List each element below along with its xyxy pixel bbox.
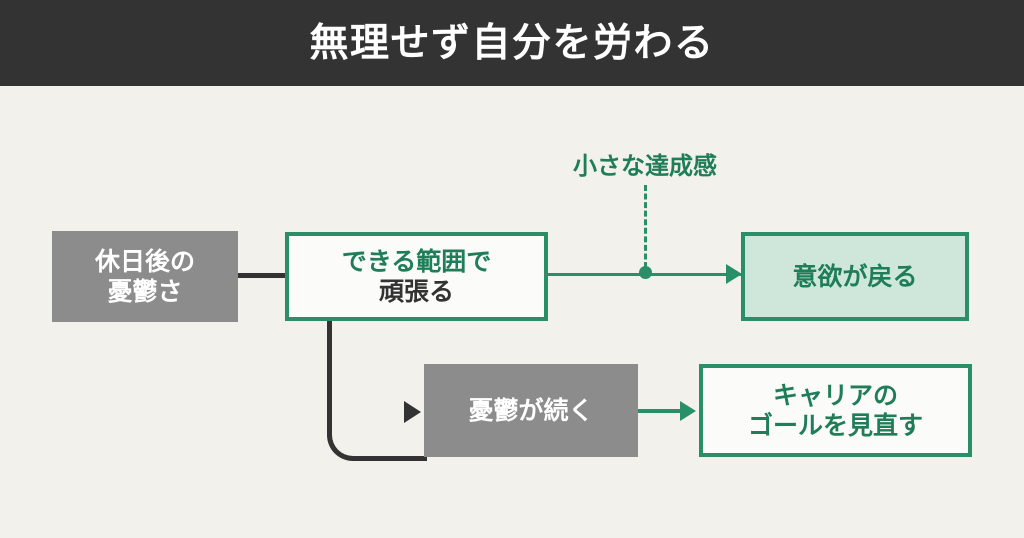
connector-effort-to-stuck xyxy=(327,321,427,461)
node-label-line: 憂鬱さ xyxy=(107,276,183,306)
node-label-line: できる範囲で xyxy=(341,247,492,276)
diagram-stage: 小さな達成感 休日後の 憂鬱さ できる範囲で 頑張る 意欲が戻る 憂鬱が続 xyxy=(0,86,1024,538)
node-review-career-goal[interactable]: キャリアの ゴールを見直す xyxy=(699,364,972,457)
page-title: 無理せず自分を労わる xyxy=(309,20,715,66)
annotation-small-win: 小さな達成感 xyxy=(573,152,717,180)
arrowhead-goal-icon xyxy=(680,401,696,421)
node-do-what-you-can[interactable]: できる範囲で 頑張る xyxy=(285,232,548,321)
node-motivation-returns[interactable]: 意欲が戻る xyxy=(741,232,969,321)
connector-start-to-effort xyxy=(238,273,286,278)
arrowhead-stuck-icon xyxy=(404,401,421,423)
connector-stuck-to-goal xyxy=(638,409,688,413)
node-label-line: キャリアの xyxy=(772,381,898,410)
node-holiday-blues[interactable]: 休日後の 憂鬱さ xyxy=(52,231,238,322)
header-bar: 無理せず自分を労わる xyxy=(0,0,1024,86)
node-label-line: 休日後の xyxy=(94,247,195,276)
node-depression-continues[interactable]: 憂鬱が続く xyxy=(424,364,638,457)
edge-midpoint-dot xyxy=(639,266,652,279)
callout-dashed-line xyxy=(644,185,647,268)
node-label-line: 憂鬱が続く xyxy=(468,395,594,425)
node-label-line: ゴールを見直す xyxy=(747,410,923,440)
node-label-line: 頑張る xyxy=(378,276,454,306)
node-label-line: 意欲が戻る xyxy=(792,261,918,291)
arrowhead-return-icon xyxy=(726,264,742,284)
